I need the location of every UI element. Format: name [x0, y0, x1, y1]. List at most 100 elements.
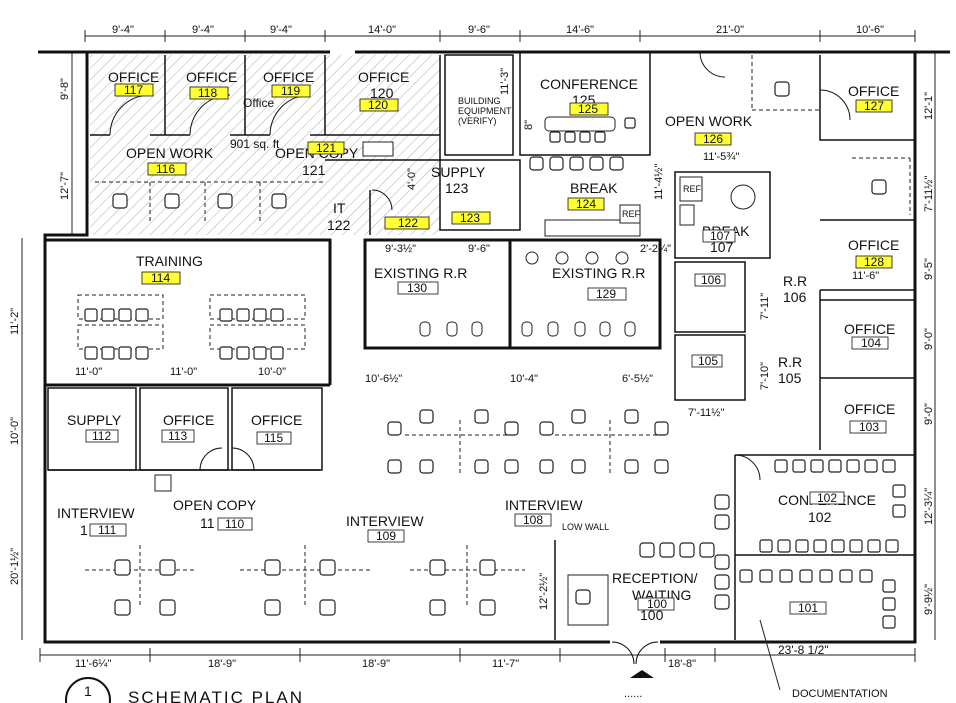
area-note: 901 sq. ft: [230, 137, 280, 151]
copier-121: [362, 141, 394, 157]
room-122-label: IT: [333, 200, 346, 216]
room-123-num: 123: [445, 180, 469, 196]
room-110-label: OPEN COPY: [173, 497, 257, 513]
room-118-num: 118: [198, 86, 217, 100]
room-125-tag: [569, 102, 609, 116]
center-open-desks: [387, 409, 669, 475]
room-116-label: OPEN WORK: [126, 145, 214, 161]
plan-number: 1: [84, 683, 92, 699]
room-110-tag-text: 110: [225, 517, 244, 531]
ref-label-1: REF: [622, 209, 641, 219]
room-121-tag: [307, 141, 345, 155]
room-125-label: CONFERENCE: [540, 76, 638, 92]
dim-top-2: 9'-4": [192, 24, 214, 36]
dim-top-4: 14'-0": [368, 24, 396, 36]
dim-right-1: 12'-1": [923, 92, 935, 120]
room-103-label: OFFICE: [844, 401, 895, 417]
dim-left-1: 9'-8": [59, 78, 71, 100]
room-128-tag: [855, 255, 893, 269]
top-dimensions: 9'-4" 9'-4" 9'-4" 14'-0" 9'-6" 14'-6" 21…: [84, 24, 916, 42]
dim-top-7: 21'-0": [716, 24, 744, 36]
dim-left-5: 20'-1½": [9, 548, 21, 585]
room-101-tag-text: 101: [798, 601, 818, 615]
room-124-label: BREAK: [570, 180, 618, 196]
dim-rr106-h: 7'-11": [759, 293, 771, 320]
reception-chair: [575, 589, 591, 605]
room-110-tag: [217, 517, 253, 531]
dim-right-2: 7'-11½": [923, 176, 935, 212]
training-114-walls: [45, 238, 332, 385]
room-123-tag: [451, 211, 491, 225]
left-dimensions: 9'-8" 12'-7" 11'-2" 10'-0" 20'-1½": [9, 52, 73, 640]
room-105-num: 105: [778, 370, 802, 386]
room-110-num: 11: [200, 515, 215, 531]
room-101-tag: [789, 601, 827, 615]
dim-left-2: 12'-7": [59, 172, 71, 200]
dim-top-5: 9'-6": [468, 24, 490, 36]
dim-training-3: 10'-0": [258, 366, 286, 378]
room-121-num: 121: [302, 162, 326, 178]
dim-left-4: 10'-0": [9, 417, 21, 445]
dim-rr105-h: 7'-10": [759, 362, 771, 390]
dim-rr105-w: 7'-11½": [688, 407, 724, 419]
room-119-tag: [271, 84, 311, 98]
existing-restroom-block: [363, 238, 662, 350]
room-107-num: 107: [710, 239, 734, 255]
room-105-tag-text: 105: [698, 354, 718, 368]
top-left-office-walls: [90, 55, 441, 160]
ref-label-2: REF: [683, 184, 702, 194]
plan-title: SCHEMATIC PLAN: [128, 688, 304, 703]
entry-arrow-icon: [630, 670, 654, 678]
room-126-label: OPEN WORK: [665, 113, 753, 129]
dim-training-1: 11'-0": [75, 366, 102, 378]
conference-125-walls: [519, 52, 651, 156]
dim-rr-2: 9'-6": [468, 243, 490, 255]
dim-bottom-4: 11'-7": [492, 658, 519, 670]
copier-110: [154, 474, 172, 492]
dim-right-3: 9'-5": [923, 258, 935, 280]
dim-bottom-3: 18'-9": [362, 658, 390, 670]
room-109-tag: [367, 529, 405, 543]
lower-open-desks: [85, 545, 525, 616]
dim-corridor-3: 6'-5½": [622, 373, 653, 385]
room-123-label: SUPPLY: [431, 164, 486, 180]
dim-break-1: 11'-4½": [653, 164, 665, 200]
room-107-tag: [702, 229, 736, 243]
openwork-126-chair: [774, 81, 790, 97]
rr-106-room: [674, 261, 746, 333]
room-128-tag-text: 128: [864, 255, 884, 269]
break-107-sink: [679, 204, 695, 226]
dim-corridor-1: 10'-6½": [365, 373, 402, 385]
entry-door-right: [635, 641, 659, 665]
dim-office128-w: 11'-6": [852, 270, 879, 282]
room-100-tag-text: 100: [647, 597, 667, 611]
bottom-dimensions: 11'-6¼" 18'-9" 18'-9" 11'-7" 18'-8": [39, 648, 916, 670]
dim-right-4: 9'-0": [923, 328, 935, 350]
documentation-label: DOCUMENTATION: [792, 688, 888, 700]
room-117-num: 117: [124, 83, 143, 97]
dim-bottom-2: 18'-9": [208, 658, 236, 670]
dim-right-5: 9'-0": [923, 403, 935, 425]
room-106-label: R.R: [783, 273, 807, 289]
dim-documentation-w: 23'-8 1/2": [778, 643, 829, 657]
room-126-tag: [694, 132, 732, 146]
room-129-label: EXISTING R.R: [552, 265, 645, 281]
restroom-fixtures: [419, 251, 636, 337]
break-107-table: [730, 184, 756, 210]
room-114-label: TRAINING: [136, 253, 203, 269]
room-109-tag-text: 109: [376, 529, 396, 543]
entry-door-left: [611, 641, 635, 665]
office-127-walls: [819, 55, 915, 141]
dim-training-2: 11'-0": [170, 366, 197, 378]
room-104-tag-text: 104: [861, 336, 881, 350]
break-124-chairs: [529, 156, 624, 171]
room-120-label: OFFICE: [358, 69, 409, 85]
dim-bottom-5: 18'-8": [668, 658, 696, 670]
dim-right-6: 12'-3¼": [923, 488, 935, 525]
plan-number-circle: [65, 677, 111, 703]
room-107-tag-text: 107: [710, 229, 730, 243]
room-120-tag-text: 120: [368, 98, 388, 112]
supply-123-room: [439, 159, 521, 231]
